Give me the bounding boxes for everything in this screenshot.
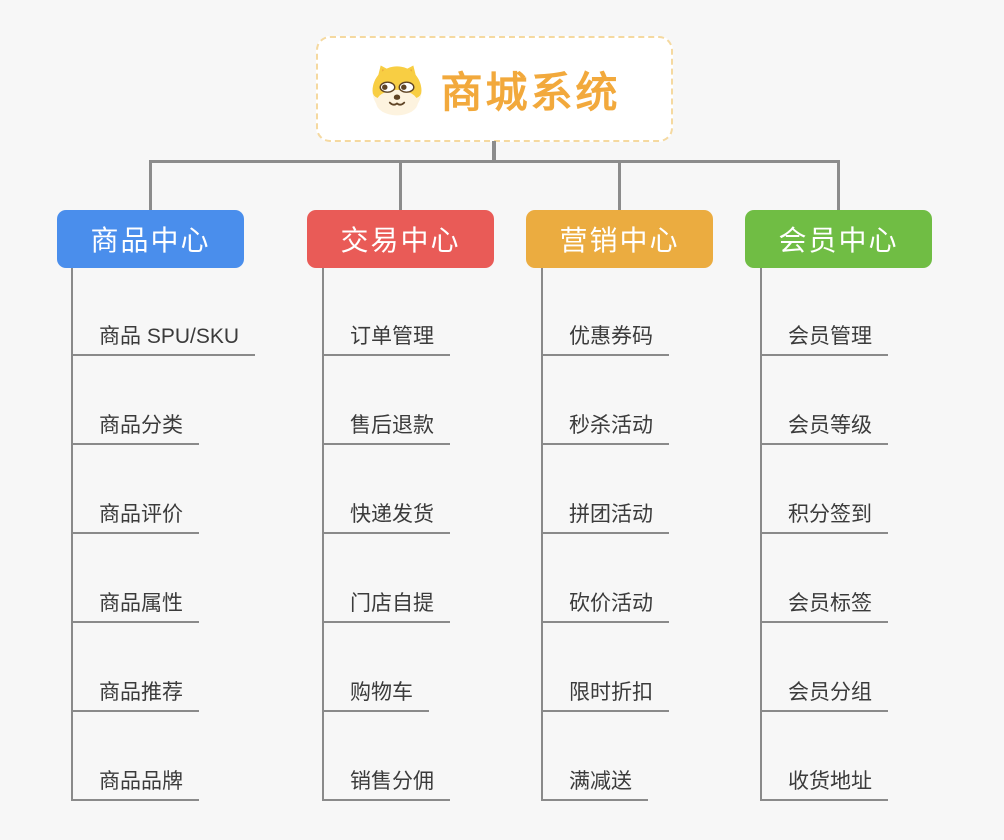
- leaf-topic[interactable]: 收货地址: [760, 767, 888, 801]
- leaf-topic[interactable]: 会员标签: [760, 589, 888, 623]
- branch-spine: [541, 268, 543, 801]
- connector-root-trunk: [492, 141, 496, 162]
- root-topic[interactable]: 商城系统: [316, 36, 673, 142]
- leaf-topic[interactable]: 快递发货: [322, 500, 450, 534]
- leaf-topic[interactable]: 限时折扣: [541, 678, 669, 712]
- dog-face-icon: [373, 65, 422, 116]
- branch-label: 交易中心: [340, 225, 461, 256]
- branch-spine: [71, 268, 73, 801]
- leaf-topic[interactable]: 订单管理: [322, 322, 450, 356]
- connector-branch-stub: [618, 160, 621, 210]
- connector-branch-stub: [837, 160, 840, 210]
- branch-trade-center[interactable]: 交易中心: [307, 210, 494, 268]
- leaf-topic[interactable]: 秒杀活动: [541, 411, 669, 445]
- leaf-topic[interactable]: 商品属性: [71, 589, 199, 623]
- branch-spine: [760, 268, 762, 801]
- branch-spine: [322, 268, 324, 801]
- leaf-topic[interactable]: 会员分组: [760, 678, 888, 712]
- leaf-topic[interactable]: 砍价活动: [541, 589, 669, 623]
- connector-branch-stub: [149, 160, 152, 210]
- leaf-topic[interactable]: 商品 SPU/SKU: [71, 322, 256, 356]
- branch-label: 商品中心: [90, 225, 211, 256]
- leaf-topic[interactable]: 积分签到: [760, 500, 888, 534]
- leaf-topic[interactable]: 销售分佣: [322, 767, 450, 801]
- branch-product-center[interactable]: 商品中心: [57, 210, 244, 268]
- leaf-topic[interactable]: 会员等级: [760, 411, 888, 445]
- leaf-topic[interactable]: 拼团活动: [541, 500, 669, 534]
- root-topic-title: 商城系统: [440, 68, 621, 116]
- leaf-topic[interactable]: 商品分类: [71, 411, 199, 445]
- leaf-topic[interactable]: 商品品牌: [71, 767, 199, 801]
- leaf-topic[interactable]: 售后退款: [322, 411, 450, 445]
- connector-branch-stub: [399, 160, 402, 210]
- leaf-topic[interactable]: 门店自提: [322, 589, 450, 623]
- leaf-topic[interactable]: 购物车: [322, 678, 429, 712]
- leaf-topic[interactable]: 商品评价: [71, 500, 199, 534]
- branch-label: 营销中心: [559, 225, 680, 256]
- branch-member-center[interactable]: 会员中心: [745, 210, 932, 268]
- branch-label: 会员中心: [778, 225, 899, 256]
- leaf-topic[interactable]: 会员管理: [760, 322, 888, 356]
- leaf-topic[interactable]: 优惠券码: [541, 322, 669, 356]
- leaf-topic[interactable]: 商品推荐: [71, 678, 199, 712]
- connector-rail: [149, 160, 839, 163]
- leaf-topic[interactable]: 满减送: [541, 767, 648, 801]
- branch-marketing-center[interactable]: 营销中心: [526, 210, 713, 268]
